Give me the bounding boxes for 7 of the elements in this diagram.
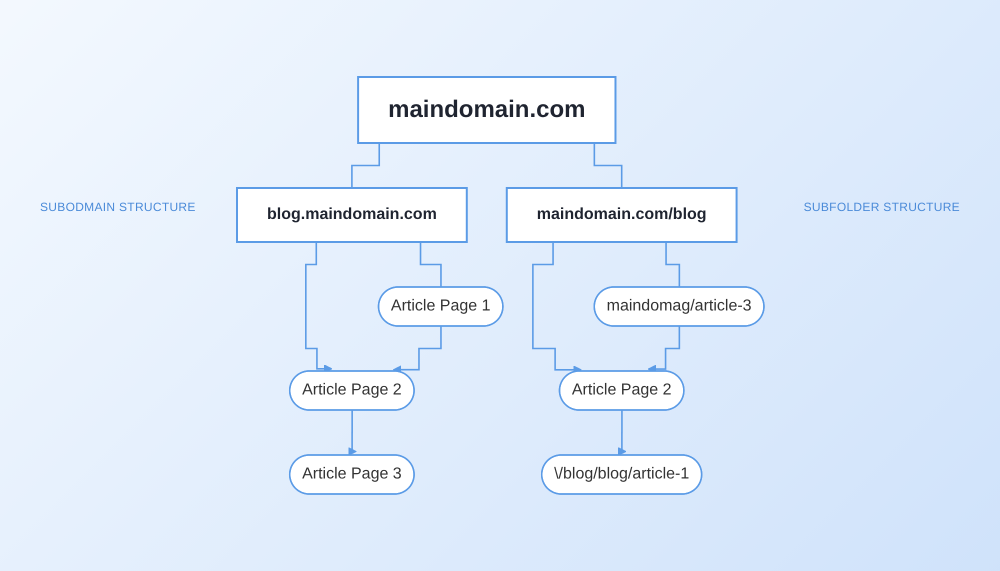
arrow (347, 410, 356, 456)
section-heading: SUBFOLDER STRUCTURE (804, 200, 960, 214)
arrow (617, 410, 626, 456)
section-heading: SUBODMAIN STRUCTURE (40, 200, 196, 214)
node-box: maindomain.com (356, 76, 616, 144)
node-box: maindomain.com/blog (505, 187, 738, 243)
node-box: blog.maindomain.com (236, 187, 468, 243)
